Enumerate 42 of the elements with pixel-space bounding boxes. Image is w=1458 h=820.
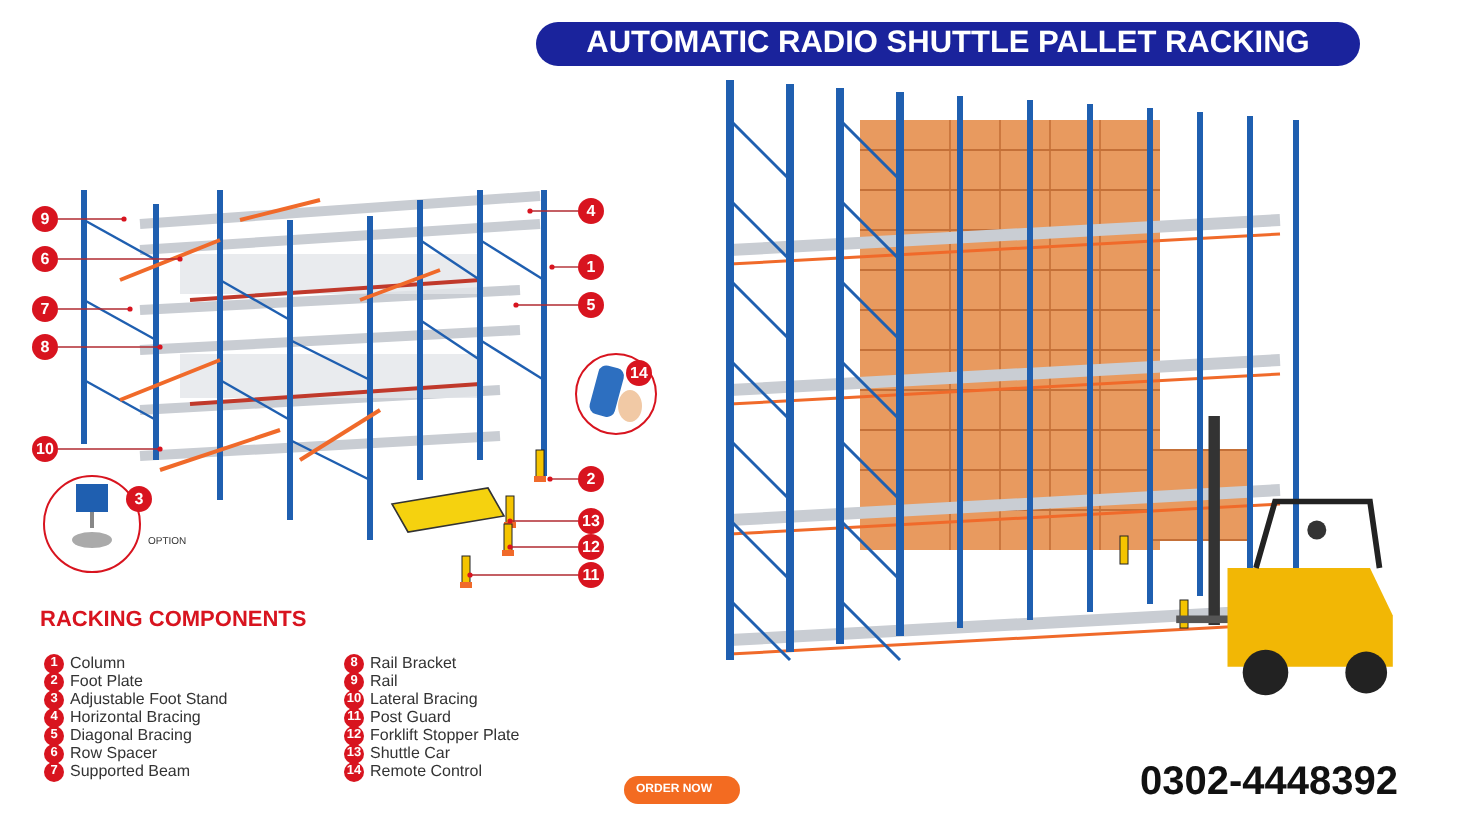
leader-line xyxy=(515,304,579,306)
leader-line xyxy=(469,574,579,576)
component-name: Remote Control xyxy=(370,762,483,782)
callout-number: 12 xyxy=(578,534,604,560)
callout-number: 11 xyxy=(578,562,604,588)
component-name: Adjustable Foot Stand xyxy=(70,690,228,710)
callout-number: 2 xyxy=(578,466,604,492)
component-name: Foot Plate xyxy=(70,672,143,692)
callout-number: 1 xyxy=(578,254,604,280)
leader-line xyxy=(509,520,579,522)
leader-line xyxy=(529,210,579,212)
component-name: Column xyxy=(70,654,126,674)
callout-number: 8 xyxy=(32,334,58,360)
leader-line xyxy=(549,478,579,480)
callout-number: 7 xyxy=(32,296,58,322)
component-name: Forklift Stopper Plate xyxy=(370,726,520,746)
component-name: Rail Bracket xyxy=(370,654,457,674)
component-name: Supported Beam xyxy=(70,762,191,782)
leader-line xyxy=(57,218,125,220)
callout-number: 6 xyxy=(32,246,58,272)
leader-line xyxy=(551,266,579,268)
component-name: Shuttle Car xyxy=(370,744,451,764)
title: AUTOMATIC RADIO SHUTTLE PALLET RACKING xyxy=(536,22,1360,66)
leader-line xyxy=(57,448,161,450)
component-name: Lateral Bracing xyxy=(370,690,478,710)
callout-number: 5 xyxy=(578,292,604,318)
leader-line xyxy=(57,258,181,260)
component-name: Row Spacer xyxy=(70,744,158,764)
leader-line xyxy=(509,546,579,548)
callout-number: 9 xyxy=(32,206,58,232)
component-name: Horizontal Bracing xyxy=(70,708,201,728)
callout-number: 10 xyxy=(32,436,58,462)
leader-line xyxy=(57,308,131,310)
component-name: Rail xyxy=(370,672,398,692)
callout-number: 3 xyxy=(126,486,152,512)
leader-line xyxy=(57,346,161,348)
component-name: Diagonal Bracing xyxy=(70,726,192,746)
section-heading: RACKING COMPONENTS xyxy=(40,608,307,632)
phone-number: 0302-4448392 xyxy=(1140,760,1399,806)
callout-number: 13 xyxy=(578,508,604,534)
component-name: Post Guard xyxy=(370,708,451,728)
callout-number: 4 xyxy=(578,198,604,224)
